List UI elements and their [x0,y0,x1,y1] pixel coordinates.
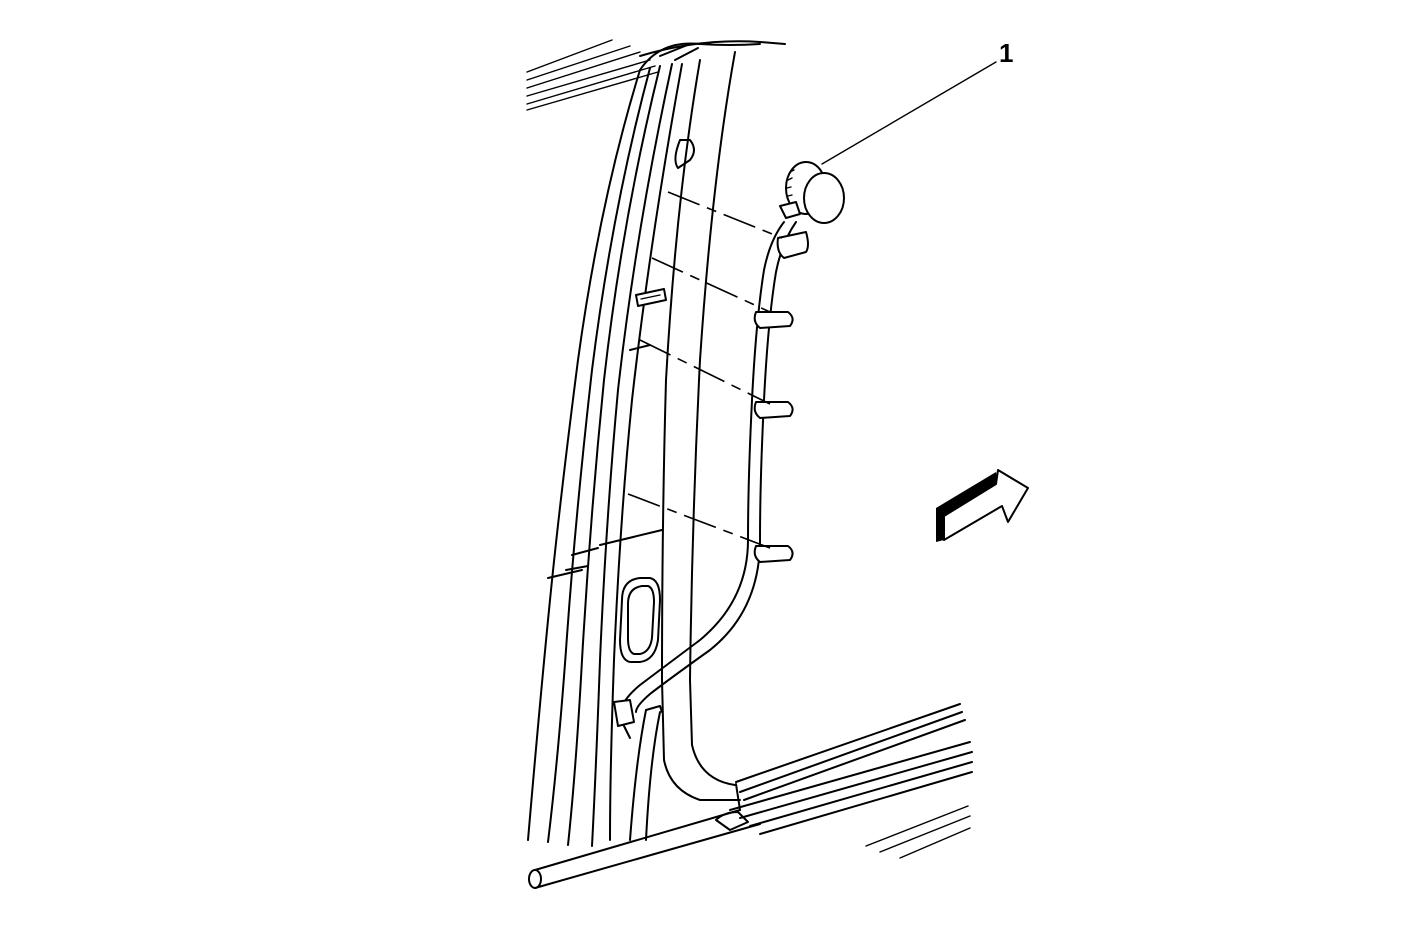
round-connector [779,161,845,224]
wiring-harness [613,221,797,841]
callout-leader-line [821,61,997,165]
roof-rail [526,39,786,111]
pillar-body [527,42,761,847]
forward-arrow-icon [936,469,1029,542]
installation-lines [627,191,783,549]
callout-number: 1 [999,38,1014,68]
floor-sill [528,703,973,889]
harness-clips [753,231,809,563]
